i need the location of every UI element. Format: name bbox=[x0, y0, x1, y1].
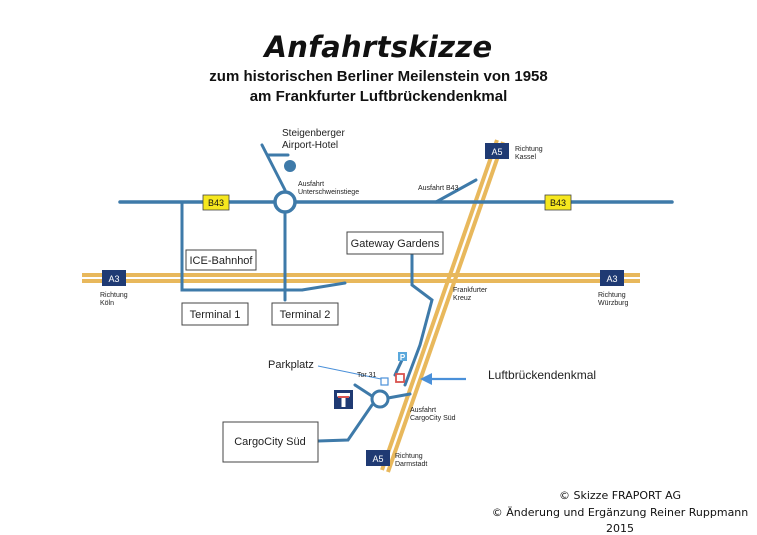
tor-31-label: Tor 31 bbox=[357, 372, 377, 379]
hotel-label-1: Steigenberger bbox=[282, 128, 345, 139]
hotel-marker bbox=[284, 160, 296, 172]
exit-cargocity-1: Ausfahrt bbox=[410, 407, 436, 414]
gateway-gardens-box: Gateway Gardens bbox=[346, 231, 444, 255]
b43-right-sign: B43 bbox=[544, 194, 572, 211]
svg-text:P: P bbox=[400, 353, 406, 362]
svg-text:A3: A3 bbox=[108, 274, 119, 284]
a3-left-direction-1: Richtung bbox=[100, 292, 128, 299]
exit-b43-label: Ausfahrt B43 bbox=[418, 185, 459, 192]
terminal-1-box: Terminal 1 bbox=[181, 302, 249, 326]
roundabout-cargocity bbox=[370, 389, 390, 409]
svg-text:A5: A5 bbox=[491, 147, 502, 157]
a5-north-sign: A5 bbox=[485, 143, 509, 159]
a3-right-sign: A3 bbox=[600, 270, 624, 286]
svg-text:Terminal 2: Terminal 2 bbox=[280, 309, 331, 321]
kreuz-label-1: Frankfurter bbox=[453, 287, 488, 294]
hotel-label-2: Airport-Hotel bbox=[282, 140, 338, 151]
exit-unterschweinstiege-1: Ausfahrt bbox=[298, 181, 324, 188]
map-subtitle-1: zum historischen Berliner Meilenstein vo… bbox=[209, 68, 548, 85]
cargocity-box: CargoCity Süd bbox=[222, 421, 319, 463]
svg-text:B43: B43 bbox=[550, 198, 566, 208]
map-subtitle-2: am Frankfurter Luftbrückendenkmal bbox=[249, 88, 508, 105]
exit-cargocity-2: CargoCity Süd bbox=[410, 415, 456, 422]
b43-left-sign: B43 bbox=[202, 194, 230, 211]
parking-icon: P bbox=[398, 352, 407, 362]
credit-year: 2015 bbox=[606, 522, 634, 535]
credit-ruppmann: © Änderung und Ergänzung Reiner Ruppmann bbox=[491, 506, 749, 519]
svg-text:A3: A3 bbox=[606, 274, 617, 284]
svg-text:ICE-Bahnhof: ICE-Bahnhof bbox=[190, 255, 254, 267]
denkmal-marker bbox=[395, 373, 405, 383]
parkplatz-pointer bbox=[317, 365, 382, 380]
svg-text:Gateway Gardens: Gateway Gardens bbox=[351, 238, 440, 250]
credit-fraport: © Skizze FRAPORT AG bbox=[559, 489, 681, 502]
blue-roads bbox=[118, 143, 674, 443]
a3-right-direction-1: Richtung bbox=[598, 292, 626, 299]
motorway-a3 bbox=[82, 273, 640, 283]
svg-text:A5: A5 bbox=[372, 454, 383, 464]
exit-unterschweinstiege-2: Unterschweinstiege bbox=[298, 189, 359, 196]
kreuz-label-2: Kreuz bbox=[453, 295, 472, 302]
svg-text:B43: B43 bbox=[208, 198, 224, 208]
parkplatz-marker bbox=[380, 377, 389, 386]
svg-text:Terminal 1: Terminal 1 bbox=[190, 309, 241, 321]
terminal-2-box: Terminal 2 bbox=[271, 302, 339, 326]
a5-north-direction-2: Kassel bbox=[515, 154, 536, 161]
denkmal-arrow-icon bbox=[420, 373, 466, 385]
a5-north-direction-1: Richtung bbox=[515, 146, 543, 153]
map-title: Anfahrtskizze bbox=[264, 30, 493, 64]
a5-south-sign: A5 bbox=[366, 450, 390, 466]
denkmal-label: Luftbrückendenkmal bbox=[488, 368, 596, 382]
motorway-a5 bbox=[380, 139, 505, 473]
ice-bahnhof-box: ICE-Bahnhof bbox=[185, 249, 257, 271]
a5-south-direction-1: Richtung bbox=[395, 453, 423, 460]
svg-text:CargoCity Süd: CargoCity Süd bbox=[234, 436, 306, 448]
parkplatz-label: Parkplatz bbox=[268, 359, 314, 371]
a3-left-sign: A3 bbox=[102, 270, 126, 286]
a3-right-direction-2: Würzburg bbox=[598, 300, 628, 307]
a5-south-direction-2: Darmstadt bbox=[395, 461, 427, 468]
dead-end-sign-icon bbox=[334, 390, 353, 409]
roundabout-unterschweinstiege bbox=[273, 190, 297, 214]
a3-left-direction-2: Köln bbox=[100, 300, 114, 307]
